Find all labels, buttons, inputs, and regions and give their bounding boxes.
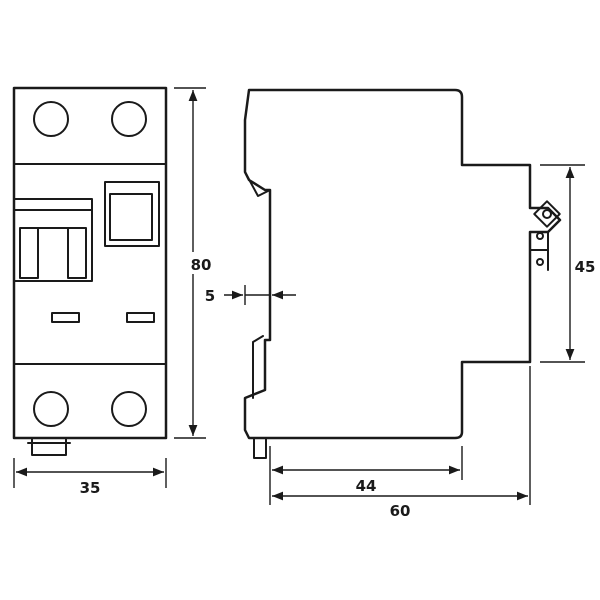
face-height-label: 45: [575, 258, 596, 276]
din-clip: [31, 437, 67, 456]
rail-gap-dimension: 5: [205, 285, 296, 305]
toggle-lever: [13, 198, 93, 282]
terminal-screw-top-right: [111, 101, 147, 137]
terminal-screw-bottom-right: [111, 391, 147, 427]
depth-44-label: 44: [356, 477, 377, 495]
front-view: [12, 86, 168, 456]
indicator-slot-left: [51, 312, 80, 323]
front-body: [12, 86, 168, 440]
side-view: [243, 88, 562, 459]
terminal-detail: [529, 200, 561, 271]
rail-clip-tab: [253, 437, 267, 459]
front-width-dimension: 35: [13, 458, 167, 497]
terminal-screw-bottom-left: [33, 391, 69, 427]
front-height-label: 80: [191, 256, 212, 274]
depth-dimensions: 44 60: [269, 366, 531, 520]
face-height-dimension: 45: [540, 164, 596, 363]
test-button: [104, 181, 160, 247]
terminal-screw-top-left: [33, 101, 69, 137]
rail-gap-label: 5: [205, 287, 215, 305]
front-height-dimension: 80: [174, 87, 215, 439]
side-clip-lower: [252, 335, 264, 399]
side-body: [243, 88, 562, 440]
depth-60-label: 60: [390, 502, 411, 520]
side-clip-upper: [244, 171, 271, 197]
indicator-slot-right: [126, 312, 155, 323]
front-width-label: 35: [80, 479, 101, 497]
